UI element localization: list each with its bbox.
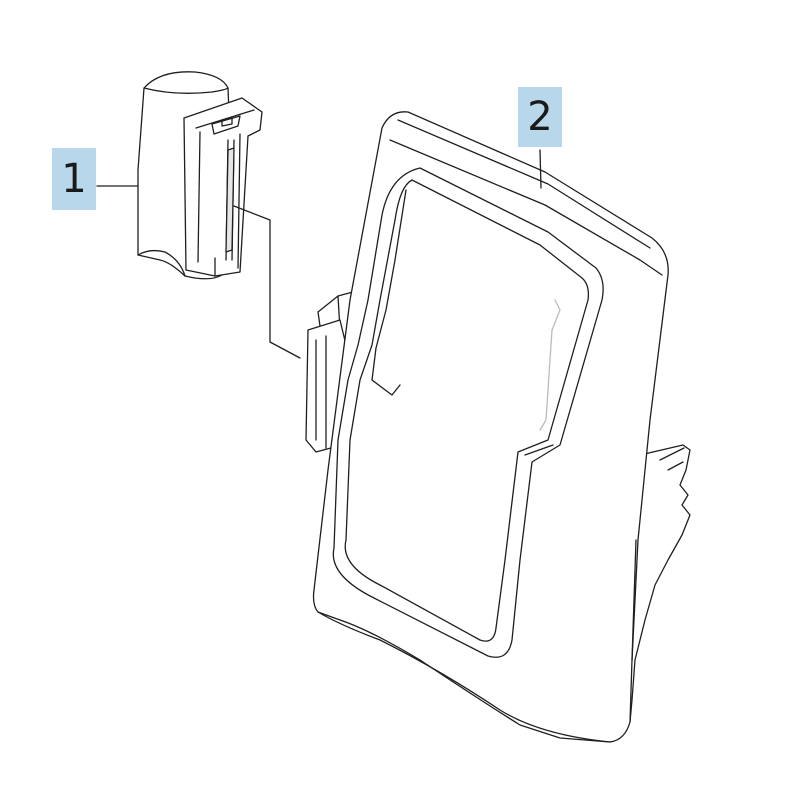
callout-part-1: 1 xyxy=(52,148,96,210)
assembly-connector-line xyxy=(233,205,301,359)
callout-part-2-label: 2 xyxy=(527,94,553,140)
callout-part-1-label: 1 xyxy=(61,156,87,202)
callout-part-2: 2 xyxy=(518,87,562,147)
part-2-handle-frame xyxy=(305,111,691,743)
part-1-grip-clip xyxy=(96,71,263,280)
part-2-leader-line xyxy=(539,149,542,189)
frame-window xyxy=(344,179,590,642)
